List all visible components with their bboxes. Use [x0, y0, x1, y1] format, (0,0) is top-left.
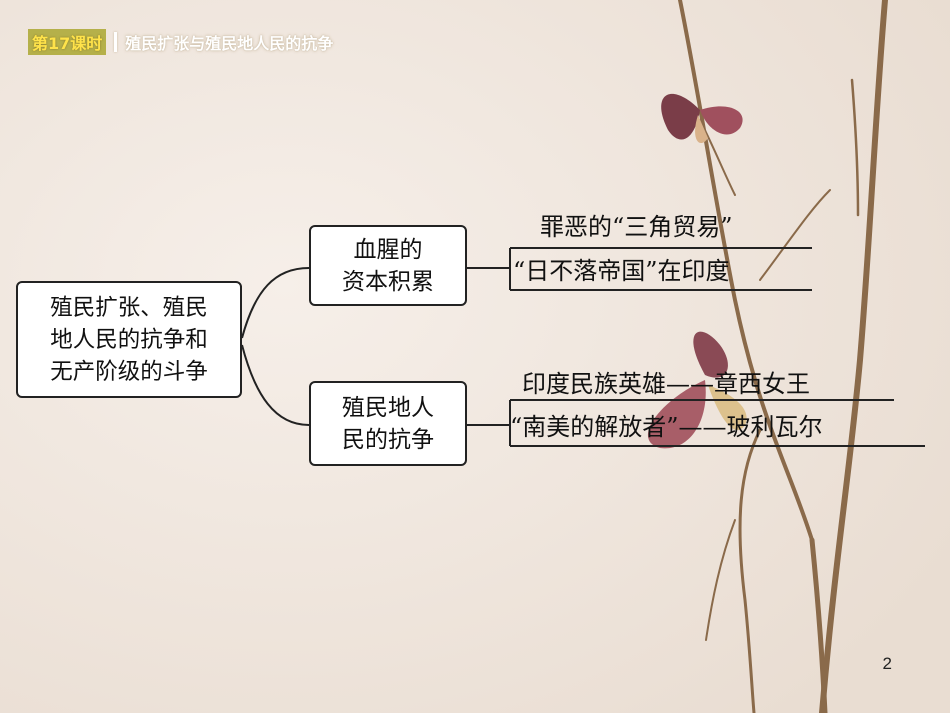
leaf-bolivar: “南美的解放者”——玻利瓦尔	[510, 413, 823, 441]
branch-node-line: 血腥的	[353, 236, 423, 263]
root-node-line: 无产阶级的斗争	[50, 358, 208, 385]
branch-illustration	[678, 0, 888, 713]
root-node-line: 殖民扩张、殖民	[50, 294, 208, 321]
header-divider	[114, 32, 118, 52]
branch-node-line: 资本积累	[342, 268, 434, 295]
root-node-line: 地人民的抗争和	[50, 326, 208, 353]
butterfly-top	[661, 93, 743, 144]
slide-header: 第17课时 殖民扩张与殖民地人民的抗争	[28, 29, 334, 55]
branch-node-capital-accumulation: 血腥的 资本积累	[309, 225, 467, 306]
branch-node-line: 殖民地人	[342, 394, 434, 421]
leaf-triangular-trade: 罪恶的“三角贸易”	[540, 213, 733, 241]
root-node: 殖民扩张、殖民 地人民的抗争和 无产阶级的斗争	[16, 281, 242, 398]
branch-node-line: 民的抗争	[342, 426, 434, 453]
leaf-british-empire-india: “日不落帝国”在印度	[513, 257, 730, 285]
branch-node-colonial-resistance: 殖民地人 民的抗争	[309, 381, 467, 466]
leaf-rani-of-jhansi: 印度民族英雄——章西女王	[522, 370, 810, 398]
lesson-number: 第17课时	[28, 29, 107, 55]
page-number: 2	[882, 654, 892, 673]
lesson-title: 殖民扩张与殖民地人民的抗争	[125, 34, 334, 53]
